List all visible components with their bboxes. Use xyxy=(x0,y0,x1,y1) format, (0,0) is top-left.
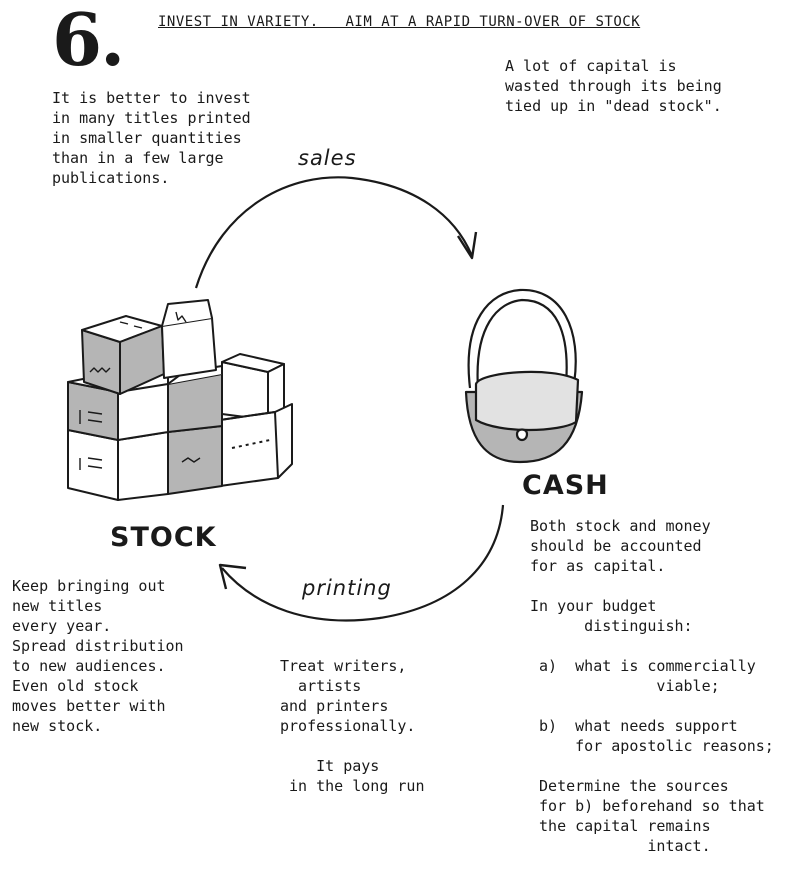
note-bottom-right: Both stock and money should be accounted… xyxy=(530,517,774,855)
printing-arrowhead xyxy=(218,563,247,590)
section-number: 6. xyxy=(52,0,125,82)
sales-arrowhead xyxy=(456,231,478,260)
note-top-right: A lot of capital is wasted through its b… xyxy=(505,57,722,115)
stock-label: STOCK xyxy=(110,522,217,553)
page-title: INVEST IN VARIETY. AIM AT A RAPID TURN-O… xyxy=(158,14,641,30)
stacked-boxes-icon xyxy=(67,299,293,501)
sales-label: sales xyxy=(298,146,357,170)
note-bottom-center: Treat writers, artists and printers prof… xyxy=(280,657,425,795)
printing-arrow xyxy=(221,504,505,622)
shoulder-bag-icon xyxy=(464,288,584,464)
printing-label: printing xyxy=(302,576,392,600)
sales-arrow xyxy=(194,176,474,289)
cash-label: CASH xyxy=(522,470,609,501)
note-top-left: It is better to invest in many titles pr… xyxy=(52,89,251,187)
note-bottom-left: Keep bringing out new titles every year.… xyxy=(12,577,184,735)
